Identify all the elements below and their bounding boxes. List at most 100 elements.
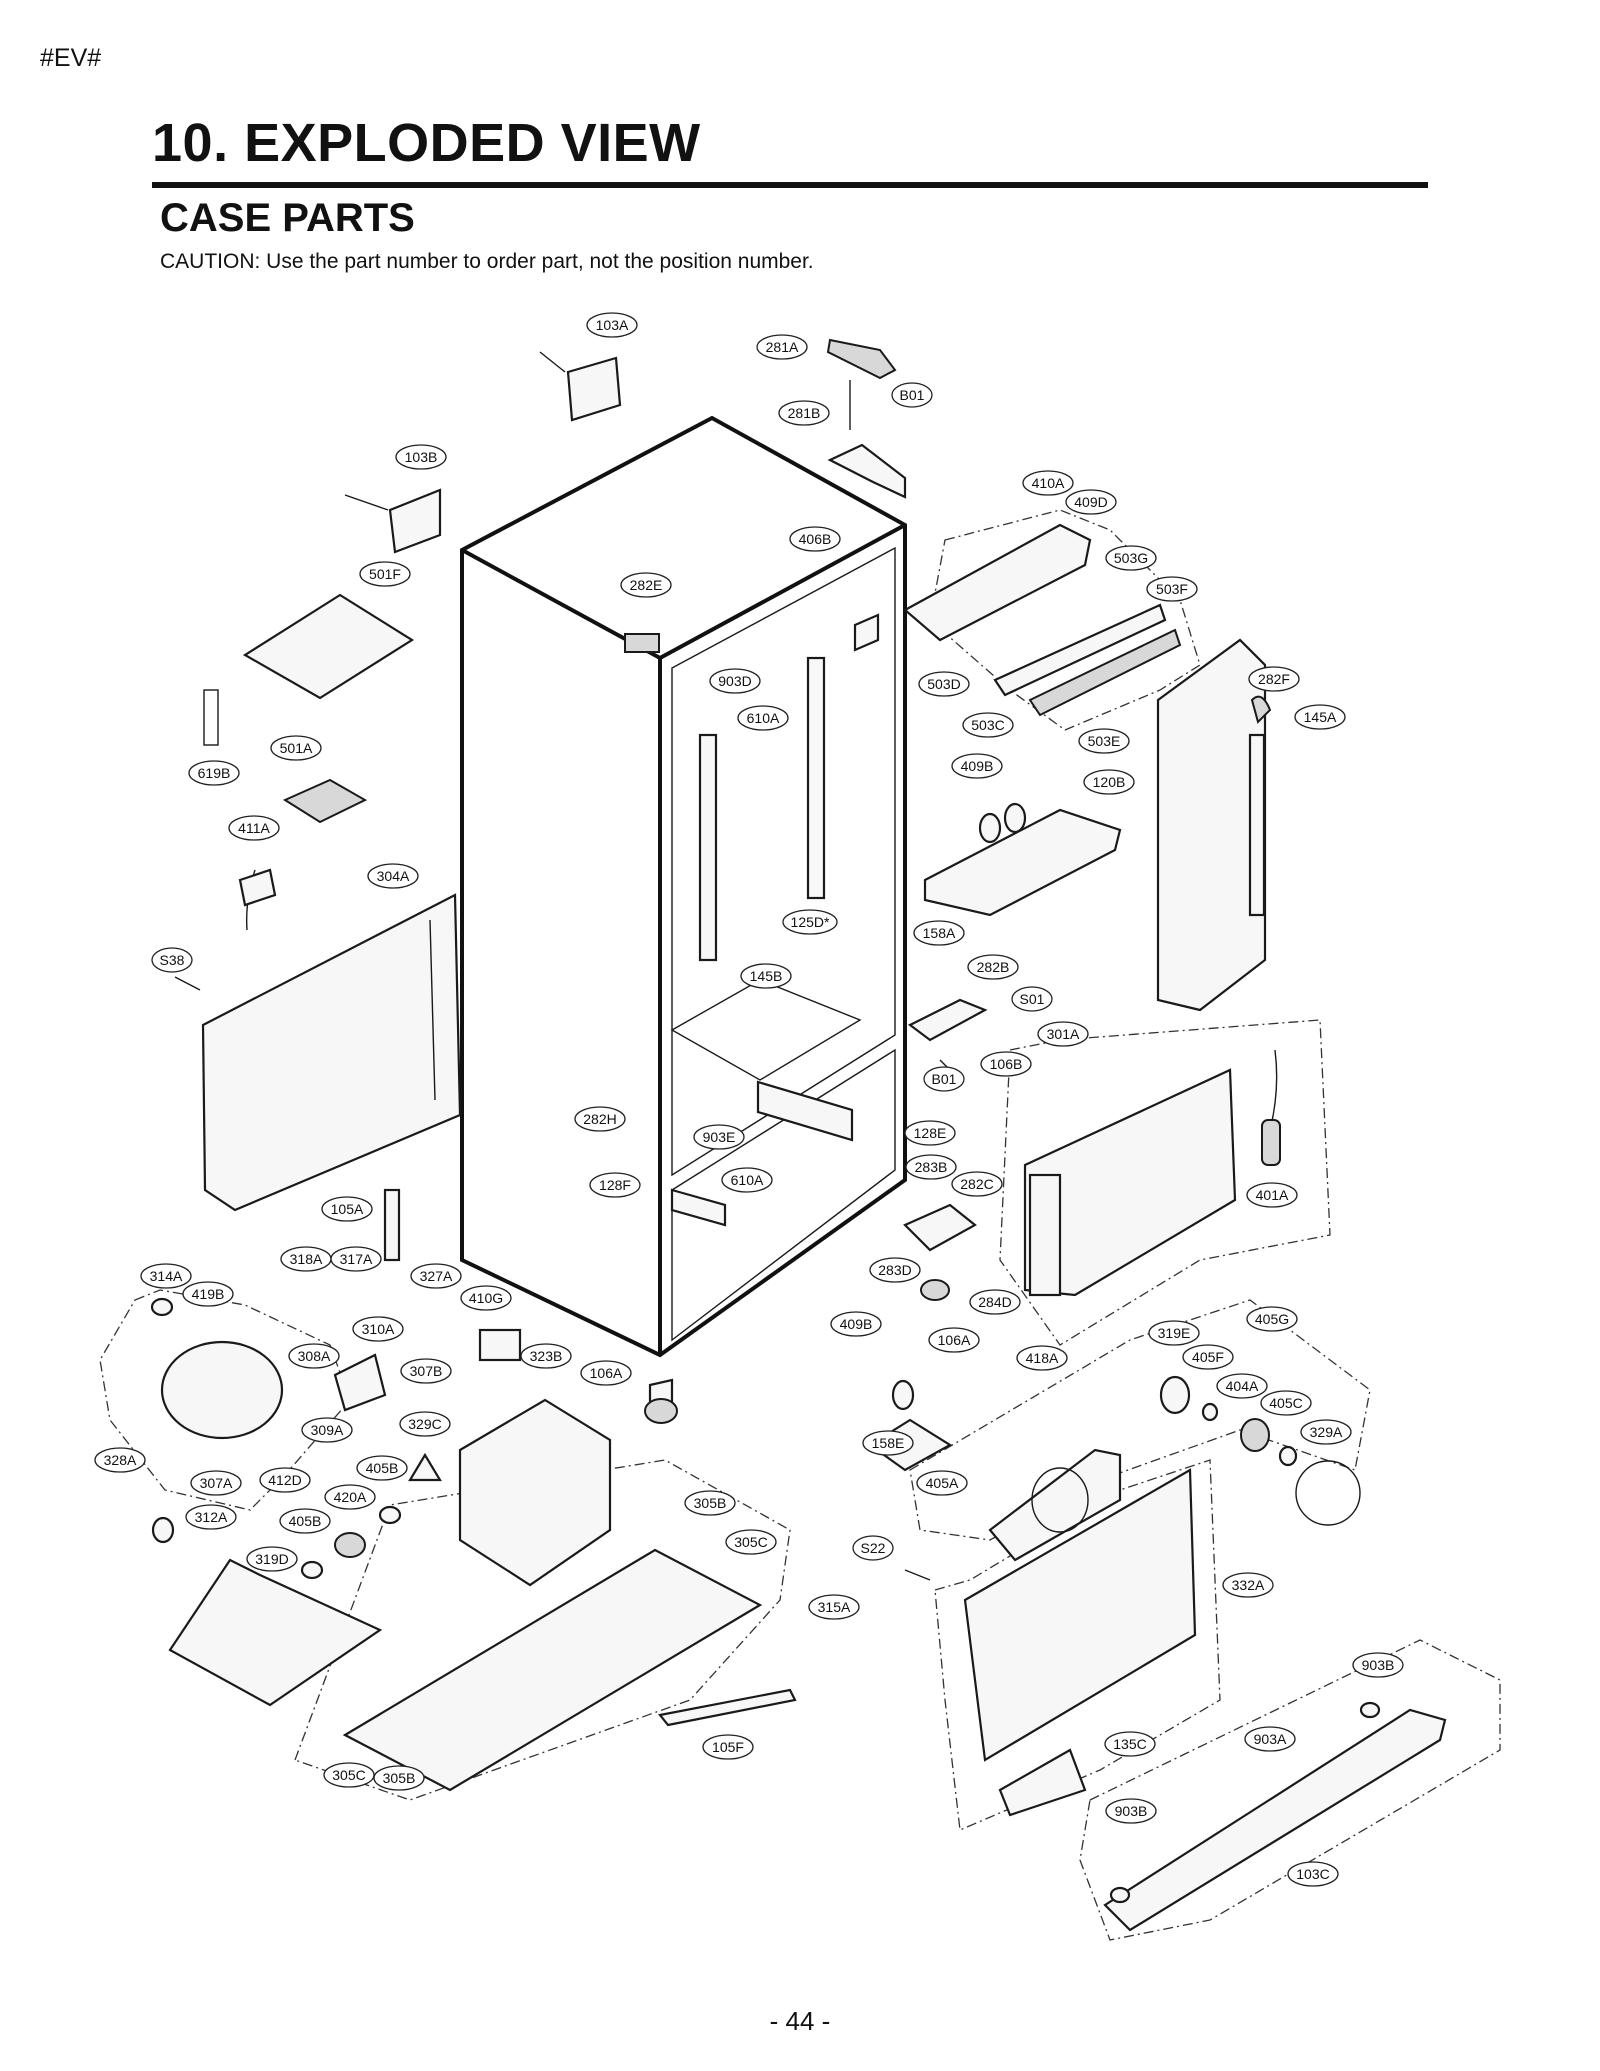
part-number-text: 283D — [878, 1262, 911, 1278]
part-bubble — [830, 1311, 882, 1337]
fan-405B — [300, 1560, 324, 1580]
part-bubble — [1011, 986, 1053, 1012]
base-plate-315A — [342, 1548, 763, 1792]
middle-hinge-282B — [907, 998, 988, 1042]
part-number-text: 903B — [1362, 1657, 1395, 1673]
part-number-text: 128F — [599, 1177, 631, 1193]
part-bubble — [684, 1490, 736, 1516]
part-label-501A: 501A — [270, 735, 322, 761]
part-bubble — [520, 1343, 572, 1369]
part-label-319E: 319E — [1148, 1320, 1200, 1346]
part-label-401A: 401A — [1246, 1182, 1298, 1208]
part-label-319D: 319D — [246, 1546, 298, 1572]
part-number-text: 103B — [405, 449, 438, 465]
part-label-420A: 420A — [324, 1484, 376, 1510]
hinge-cover-103A — [566, 356, 622, 422]
part-label-903E: 903E — [693, 1124, 745, 1150]
part-labels: 103A281AB01281B103B410A409D406B503G501F2… — [94, 312, 1404, 1887]
part-number-text: S22 — [861, 1540, 886, 1556]
crisper-shelf — [670, 979, 862, 1081]
part-bubble — [1222, 1572, 1274, 1598]
evaporator-header-418A — [1028, 1173, 1062, 1297]
part-bubble — [323, 1762, 375, 1788]
part-bubble — [301, 1417, 353, 1443]
lamp-housing-410A — [903, 523, 1092, 642]
freezer-rail-128E — [756, 1080, 854, 1142]
part-number-text: 145A — [1304, 709, 1337, 725]
part-number-text: 501F — [369, 566, 401, 582]
part-bubble — [1078, 728, 1130, 754]
screw-103A — [539, 351, 566, 373]
part-bubble — [1244, 1726, 1296, 1752]
screw-S38 — [174, 976, 201, 991]
part-number-text: 409D — [1074, 494, 1107, 510]
part-label-282C: 282C — [951, 1171, 1003, 1197]
part-number-text: 410G — [469, 1290, 503, 1306]
part-number-text: 145B — [750, 968, 783, 984]
leveling-foot-106A-2 — [920, 1279, 950, 1301]
cover-332A — [963, 1468, 1197, 1762]
part-number-text: 503E — [1088, 733, 1121, 749]
hinge-cover-103B — [388, 488, 442, 554]
part-bubble — [373, 1765, 425, 1791]
part-number-text: 619B — [198, 765, 231, 781]
part-number-text: 405G — [1255, 1311, 1289, 1327]
part-label-503D: 503D — [918, 671, 970, 697]
part-number-text: 281A — [766, 339, 799, 355]
part-bubble — [1287, 1861, 1339, 1887]
part-label-619B: 619B — [188, 760, 240, 786]
part-bubble — [399, 1411, 451, 1437]
screw-103B — [344, 494, 389, 511]
part-bubble — [980, 1051, 1032, 1077]
part-label-305C: 305C — [725, 1529, 777, 1555]
part-bubble — [721, 1167, 773, 1193]
part-label-503C: 503C — [962, 712, 1014, 738]
part-number-text: 312A — [195, 1509, 228, 1525]
part-number-text: 501A — [280, 740, 313, 756]
part-number-text: 327A — [420, 1268, 453, 1284]
part-label-103B: 103B — [395, 444, 447, 470]
guide-135C — [998, 1748, 1087, 1817]
compressor-parts — [150, 1188, 522, 1707]
part-bubble — [140, 1263, 192, 1289]
part-number-text: 405B — [366, 1460, 399, 1476]
part-bubble — [359, 561, 411, 587]
part-label-S22: S22 — [852, 1535, 894, 1561]
bracket-105F — [658, 1688, 797, 1727]
part-label-304A: 304A — [367, 863, 419, 889]
machine-cover-304A — [201, 893, 462, 1212]
part-bubble — [270, 735, 322, 761]
right-duct — [1156, 638, 1272, 1012]
part-label-308A: 308A — [288, 1343, 340, 1369]
part-label-329C: 329C — [399, 1411, 451, 1437]
part-number-text: 405F — [1192, 1349, 1224, 1365]
part-label-314A: 314A — [140, 1263, 192, 1289]
part-bubble — [1246, 1306, 1298, 1332]
part-number-text: 412D — [268, 1472, 301, 1488]
part-bubble — [182, 1281, 234, 1307]
sleeve-312A — [151, 1516, 175, 1544]
part-bubble — [725, 1529, 777, 1555]
part-number-text: 409B — [840, 1316, 873, 1332]
part-label-S38: S38 — [151, 947, 193, 973]
part-label-323B: 323B — [520, 1343, 572, 1369]
part-bubble — [185, 1504, 237, 1530]
part-label-412D: 412D — [259, 1467, 311, 1493]
part-label-103C: 103C — [1287, 1861, 1339, 1887]
part-number-text: 503D — [927, 676, 960, 692]
freezer-cover — [904, 1468, 1197, 1817]
display-pcb-503C — [993, 603, 1167, 697]
cabinet-outline — [460, 415, 907, 1358]
control-parts — [853, 523, 1182, 917]
part-label-501F: 501F — [359, 561, 411, 587]
part-bubble — [962, 712, 1014, 738]
part-label-317A: 317A — [330, 1246, 382, 1272]
part-number-text: 125D* — [791, 914, 830, 930]
part-number-text: 282F — [1258, 671, 1290, 687]
part-number-text: 503G — [1114, 550, 1148, 566]
part-bubble — [151, 947, 193, 973]
part-label-106B: 106B — [980, 1051, 1032, 1077]
part-bubble — [580, 1360, 632, 1386]
part-bubble — [94, 1447, 146, 1473]
